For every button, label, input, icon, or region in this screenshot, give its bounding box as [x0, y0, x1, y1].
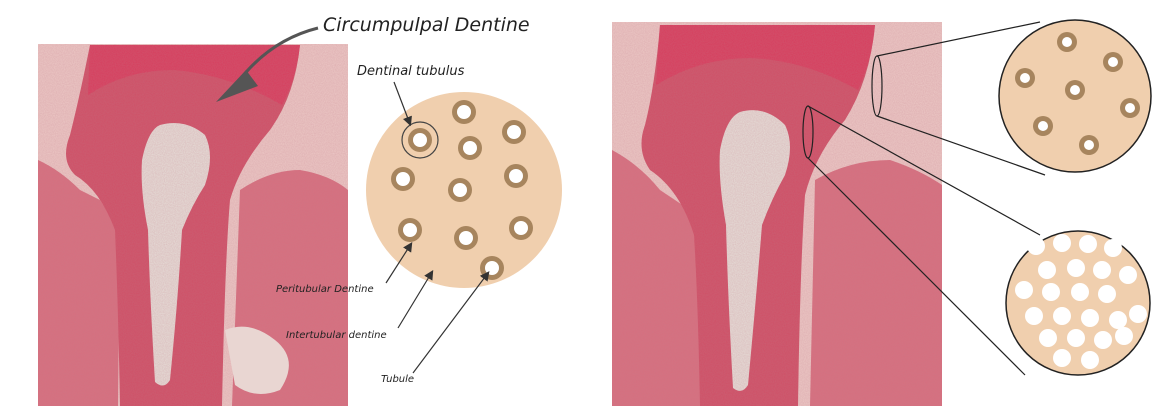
tubule-pointer — [413, 273, 488, 373]
tubule-lumen — [1067, 329, 1085, 347]
tubule-lumen — [1038, 261, 1056, 279]
tubule-lumen — [1093, 261, 1111, 279]
tubule-lumen — [1053, 307, 1071, 325]
tubule-lumen — [1079, 235, 1097, 253]
tubule-lumen — [457, 105, 471, 119]
tubule-lumen — [1027, 237, 1045, 255]
tubule-lumen — [1071, 283, 1089, 301]
tubule-lumen — [403, 223, 417, 237]
zoom-circle-dense — [1006, 231, 1150, 375]
tubule-lumen — [453, 183, 467, 197]
tubule-lumen — [1109, 311, 1127, 329]
tubule-lumen — [463, 141, 477, 155]
left-histology-panel — [38, 44, 348, 406]
peritubular-label: Peritubular Dentine — [276, 284, 374, 295]
tubule-lumen — [1038, 121, 1048, 131]
left-panel-texture — [38, 44, 348, 406]
tubule-lumen — [1098, 285, 1116, 303]
tubule-lumen — [1115, 327, 1133, 345]
tubule-lumen — [1119, 266, 1137, 284]
tubule-lumen — [1067, 259, 1085, 277]
tubule-lumen — [514, 221, 528, 235]
tubule-lumen — [1015, 281, 1033, 299]
tubule-lumen — [1125, 103, 1135, 113]
tubule-lumen — [1053, 234, 1071, 252]
tubule-lumen — [507, 125, 521, 139]
tubulus-label: Dentinal tubulus — [357, 64, 465, 79]
tubule-lumen — [1104, 239, 1122, 257]
tubule-lumen — [396, 172, 410, 186]
tubule-lumen — [1025, 307, 1043, 325]
tubule-lumen — [1129, 305, 1147, 323]
right-histology-panel — [612, 22, 942, 406]
right-panel-texture — [612, 22, 942, 406]
tubule-lumen — [459, 231, 473, 245]
intertubular-label: Intertubular dentine — [286, 330, 387, 341]
tubule-cross-section — [366, 92, 562, 288]
tubule-lumen — [413, 133, 427, 147]
tubule-lumen — [1020, 73, 1030, 83]
tubule-lumen — [1039, 329, 1057, 347]
tubule-lumen — [1062, 37, 1072, 47]
tubule-lumen — [1053, 349, 1071, 367]
tubule-lumen — [1070, 85, 1080, 95]
tubule-lumen — [509, 169, 523, 183]
tubule-lumen — [485, 261, 499, 275]
tubule-lumen — [1081, 309, 1099, 327]
tubule-lumen — [1094, 331, 1112, 349]
intertubular-pointer — [398, 272, 432, 328]
tubule-lumen — [1108, 57, 1118, 67]
tubule-lumen — [1084, 140, 1094, 150]
tubule-lumen — [1081, 351, 1099, 369]
tubule-label: Tubule — [381, 374, 414, 385]
title-label: Circumpulpal Dentine — [323, 14, 530, 36]
tubule-lumen — [1042, 283, 1060, 301]
zoom-circle-sparse — [999, 20, 1151, 172]
